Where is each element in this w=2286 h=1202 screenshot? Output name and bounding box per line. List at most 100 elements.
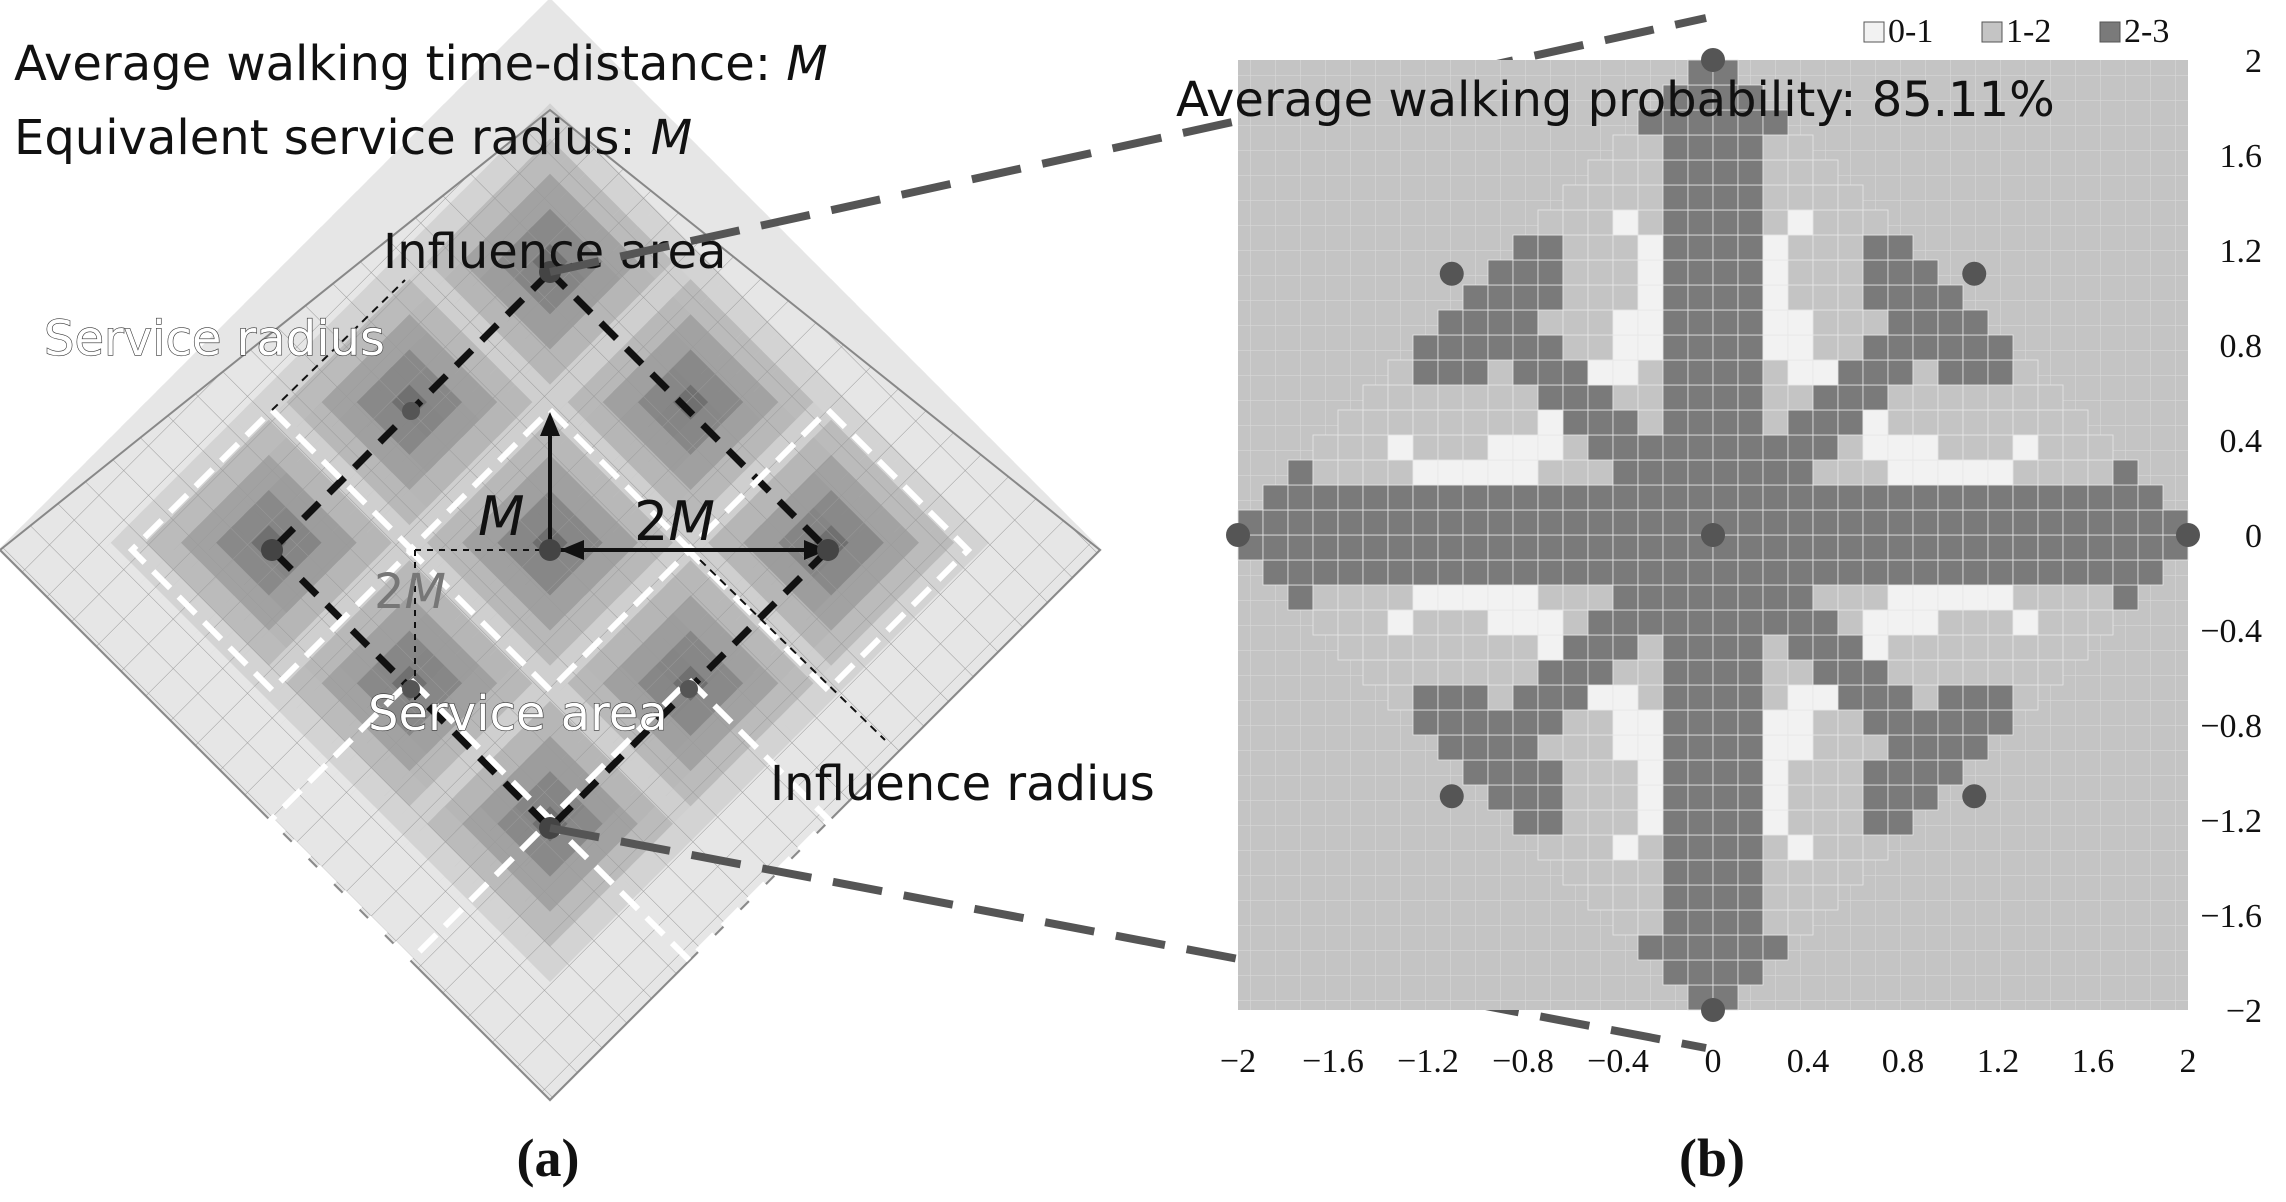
heatmap-cell (1562, 259, 1589, 286)
heatmap-cell (1837, 384, 1864, 411)
heatmap-cell (2012, 509, 2039, 536)
heatmap-cell (1912, 384, 1939, 411)
heatmap-cell (1737, 909, 1764, 936)
density-tile (876, 349, 927, 400)
heatmap-cell (2112, 584, 2139, 611)
heatmap-cell (1662, 334, 1689, 361)
heatmap-cell (1937, 759, 1964, 786)
heatmap-cell (1737, 709, 1764, 736)
heatmap-cell (1887, 309, 1914, 336)
heatmap-cell (1762, 234, 1789, 261)
heatmap-cell (1587, 284, 1614, 311)
heatmap-cell (1487, 609, 1514, 636)
heatmap-cell (1687, 459, 1714, 486)
heatmap-cell (1712, 259, 1739, 286)
heatmap-cell (2087, 459, 2114, 486)
heatmap-cell (2012, 484, 2039, 511)
heatmap-cell (1937, 734, 1964, 761)
heatmap-cell (1812, 809, 1839, 836)
heatmap-cell (1562, 334, 1589, 361)
heatmap-cell (1637, 459, 1664, 486)
density-tile (560, 33, 610, 83)
heatmap-cell (1862, 484, 1889, 511)
heatmap-cell (1312, 484, 1339, 511)
heatmap-cell (1587, 159, 1614, 186)
heatmap-cell (1362, 534, 1389, 561)
density-tile (331, 226, 382, 277)
heatmap-cell (1462, 384, 1489, 411)
heatmap-cell (1637, 159, 1664, 186)
heatmap-cell (1862, 509, 1889, 536)
heatmap-cell (1937, 409, 1964, 436)
heatmap-cell (1562, 309, 1589, 336)
heatmap-cell (1662, 684, 1689, 711)
heatmap-cell (1587, 809, 1614, 836)
heatmap-cell (1512, 509, 1539, 536)
heatmap-cell (2087, 434, 2114, 461)
heatmap-cell (1937, 384, 1964, 411)
heatmap-cell (1962, 659, 1989, 686)
diamond-outline (0, 108, 1102, 1102)
heatmap-cell (1987, 459, 2014, 486)
heatmap-cell (1537, 584, 1564, 611)
heatmap-cell (2112, 459, 2139, 486)
heatmap-cell (1362, 459, 1389, 486)
heatmap-cell (2012, 434, 2039, 461)
heatmap-cell (1837, 809, 1864, 836)
zoom-connector (549, 824, 1707, 1052)
heatmap-cell (1362, 609, 1389, 636)
y-tick-label: −1.6 (2200, 898, 2262, 935)
heatmap-cell (1912, 359, 1939, 386)
heatmap-cell (1537, 734, 1564, 761)
heatmap-cell (1537, 459, 1564, 486)
heatmap-cell (1737, 84, 1764, 111)
heatmap-cell (1737, 734, 1764, 761)
heatmap-cell (1887, 384, 1914, 411)
heatmap-cell (1837, 284, 1864, 311)
heatmap-cell (1737, 134, 1764, 161)
heatmap-cell (1912, 259, 1939, 286)
heatmap-cell (2037, 384, 2064, 411)
heatmap-cell (1787, 609, 1814, 636)
heatmap-cell (1912, 609, 1939, 636)
heatmap-cell (1487, 634, 1514, 661)
y-tick-label: 1.6 (2220, 138, 2263, 175)
heatmap-cell (1437, 434, 1464, 461)
heatmap-cell (1437, 309, 1464, 336)
node-marker (1962, 261, 1987, 286)
heatmap-cell (2037, 584, 2064, 611)
heatmap-cell (1462, 659, 1489, 686)
heatmap-cell (2012, 384, 2039, 411)
heatmap-cell (1337, 534, 1364, 561)
heatmap-cell (1437, 584, 1464, 611)
heatmap-cell (1787, 409, 1814, 436)
density-tile (349, 208, 400, 259)
heatmap-cell (2062, 609, 2089, 636)
heatmap-cell (1662, 284, 1689, 311)
heatmap-cell (1937, 559, 1964, 586)
heatmap-cell (1412, 384, 1439, 411)
heatmap-cell (1312, 434, 1339, 461)
heatmap-cell (1962, 309, 1989, 336)
density-tile (261, 261, 312, 312)
two-m-label: 2M (634, 490, 715, 553)
heatmap-cell (1737, 859, 1764, 886)
heatmap-cell (1512, 734, 1539, 761)
heatmap-cell (1562, 534, 1589, 561)
heatmap-cell (1812, 459, 1839, 486)
x-tick-label: 1.2 (1977, 1043, 2020, 1080)
density-tile (525, 33, 575, 83)
heatmap-cell (1912, 709, 1939, 736)
heatmap-cell (2037, 609, 2064, 636)
heatmap-cell (1337, 584, 1364, 611)
heatmap-cell (1862, 634, 1889, 661)
heatmap-cell (1662, 784, 1689, 811)
heatmap-cell (1612, 659, 1639, 686)
heatmap-cell (1437, 334, 1464, 361)
heatmap-cell (1737, 959, 1764, 986)
heatmap-cell (1937, 434, 1964, 461)
heatmap-cell (1787, 709, 1814, 736)
heatmap-cell (1512, 634, 1539, 661)
